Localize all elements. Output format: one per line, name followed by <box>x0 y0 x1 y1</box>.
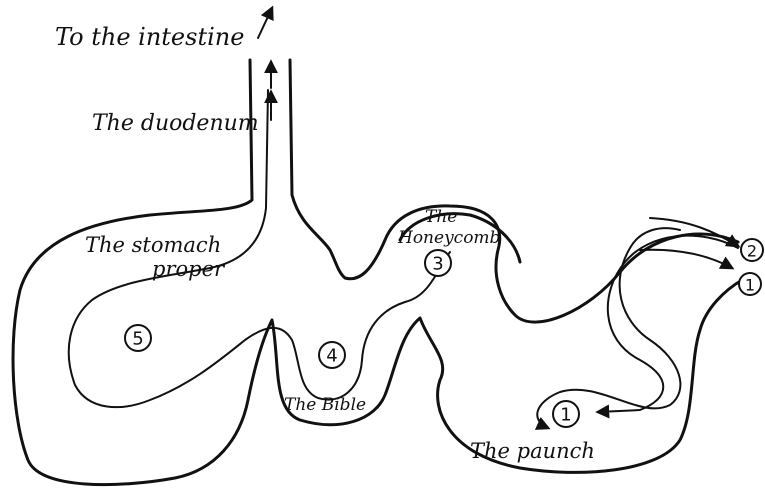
stomach-inner-outline <box>290 60 738 322</box>
marker-paunch-number: 1 <box>560 405 571 426</box>
marker-stomach-number: 5 <box>132 329 143 350</box>
label-honeycomb-line1: The <box>425 207 457 227</box>
marker-stomach: 5 <box>125 325 151 351</box>
marker-bible: 4 <box>319 342 345 368</box>
marker-bible-number: 4 <box>326 346 337 367</box>
label-paunch: The paunch <box>470 439 595 463</box>
marker-paunch: 1 <box>553 401 579 427</box>
marker-inlet-bottom-number: 1 <box>745 276 755 295</box>
marker-honeycomb-number: 3 <box>432 254 443 275</box>
label-stomach-proper-line1: The stomach <box>85 233 221 257</box>
marker-inlet-top: 2 <box>741 239 763 261</box>
marker-inlet-bottom: 1 <box>739 273 761 295</box>
flow-path-inlet-to-paunch <box>598 236 738 412</box>
label-to-the-intestine: To the intestine <box>55 23 244 51</box>
label-honeycomb-line2: Honeycomb <box>397 228 500 248</box>
marker-honeycomb: 3 <box>425 250 451 276</box>
label-bible: The Bible <box>284 395 366 415</box>
label-stomach-proper-line2: proper <box>152 257 226 281</box>
flow-path-inlet-1 <box>640 250 732 268</box>
label-duodenum: The duodenum <box>92 111 259 136</box>
marker-inlet-top-number: 2 <box>747 242 757 261</box>
intestine-arrow <box>258 8 272 38</box>
